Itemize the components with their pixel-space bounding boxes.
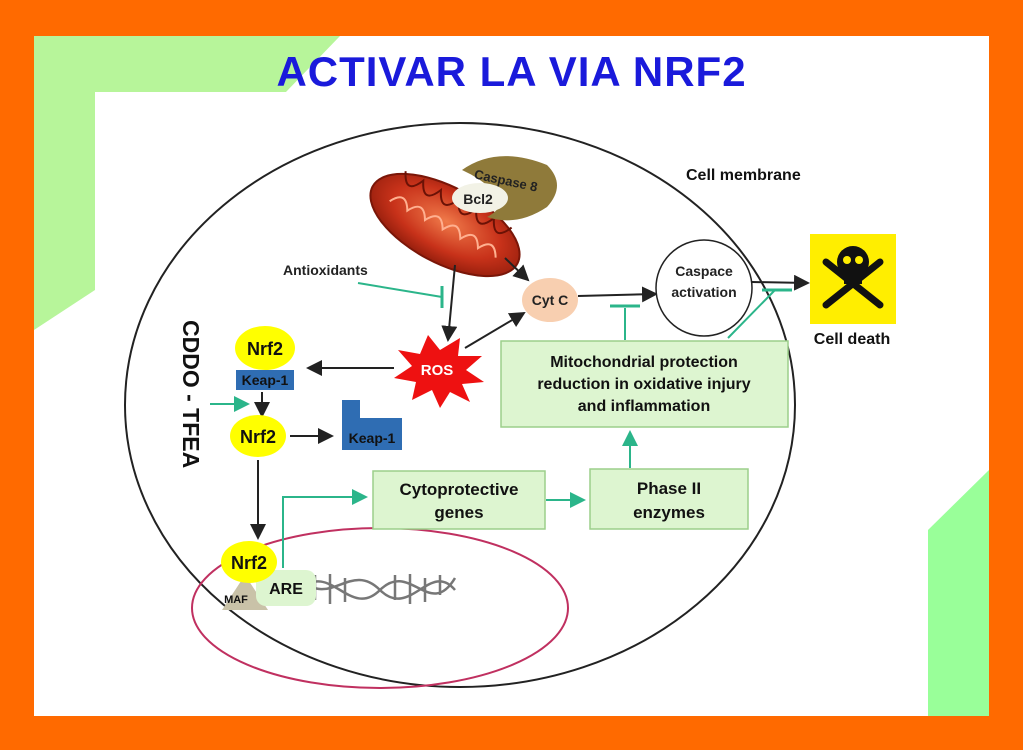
- nrf2-top-node: [235, 326, 295, 370]
- bcl2-label: Bcl2: [463, 191, 493, 207]
- cell-membrane-label: Cell membrane: [686, 167, 801, 184]
- nrf2-free-label: Nrf2: [240, 427, 276, 447]
- nrf2-free-node: [230, 415, 286, 457]
- cytoprotective-genes-box: [372, 470, 546, 530]
- are-to-genes-arrow: [282, 489, 368, 568]
- cell-membrane-ellipse: [124, 122, 796, 688]
- keap1-free-label: Keap-1: [349, 430, 396, 446]
- cddo-tfea-label: CDDO - TFEA: [178, 320, 204, 468]
- keap1-free-shape: [342, 400, 402, 450]
- caspase-activation-label-1: Caspace: [675, 263, 733, 279]
- mito-to-ros-arrow: [441, 264, 458, 342]
- cytc-node: [522, 278, 578, 322]
- antioxidants-label: Antioxidants: [283, 262, 368, 278]
- ros-label: ROS: [421, 362, 454, 379]
- maf-shape: [222, 575, 268, 610]
- antioxidants-inhibit-line: [357, 282, 443, 298]
- phase2-label-2: enzymes: [633, 503, 705, 522]
- phase2-enzymes-box: [589, 468, 749, 530]
- cytc-label: Cyt C: [532, 292, 569, 308]
- protection-inhibit-death-line: [727, 289, 776, 339]
- white-overlay-topleft: [95, 92, 320, 320]
- nrf2-top-label: Nrf2: [247, 339, 283, 359]
- maf-label: MAF: [224, 594, 248, 606]
- cell-death-label: Cell death: [814, 331, 890, 348]
- mito-protection-label-3: and inflammation: [578, 398, 710, 415]
- nrf2-nucleus-node: [221, 541, 277, 583]
- are-label: ARE: [269, 581, 303, 598]
- caspase-activation-node: [655, 239, 753, 337]
- ros-to-cytc-arrow: [464, 311, 526, 349]
- phase2-label-1: Phase II: [637, 479, 701, 498]
- ros-burst: [394, 335, 484, 408]
- caspase8-shape: [462, 156, 557, 221]
- dna-helix: [299, 574, 457, 604]
- keap1-complex-label: Keap-1: [242, 372, 289, 388]
- cytoprotective-genes-label-2: genes: [434, 503, 483, 522]
- bcl2-shape: [452, 183, 508, 213]
- caspase-activation-label-2: activation: [671, 284, 736, 300]
- skull-crossbones-icon: [822, 246, 884, 309]
- keap1-complex-box: [236, 370, 294, 390]
- cytoprotective-genes-label-1: Cytoprotective: [399, 480, 518, 499]
- mito-to-cytc-arrow: [504, 257, 530, 282]
- mito-protection-label-1: Mitochondrial protection: [550, 354, 738, 371]
- are-box: [256, 570, 316, 606]
- nrf2-nucleus-label: Nrf2: [231, 553, 267, 573]
- page-title: ACTIVAR LA VIA NRF2: [276, 48, 747, 95]
- mito-protection-label-2: reduction in oxidative injury: [537, 376, 750, 393]
- green-corner-bottomright: [928, 470, 989, 716]
- cytc-to-caspase-arrow: [577, 286, 658, 303]
- mito-protection-box: [500, 340, 789, 428]
- caspase-to-death-arrow: [751, 274, 810, 291]
